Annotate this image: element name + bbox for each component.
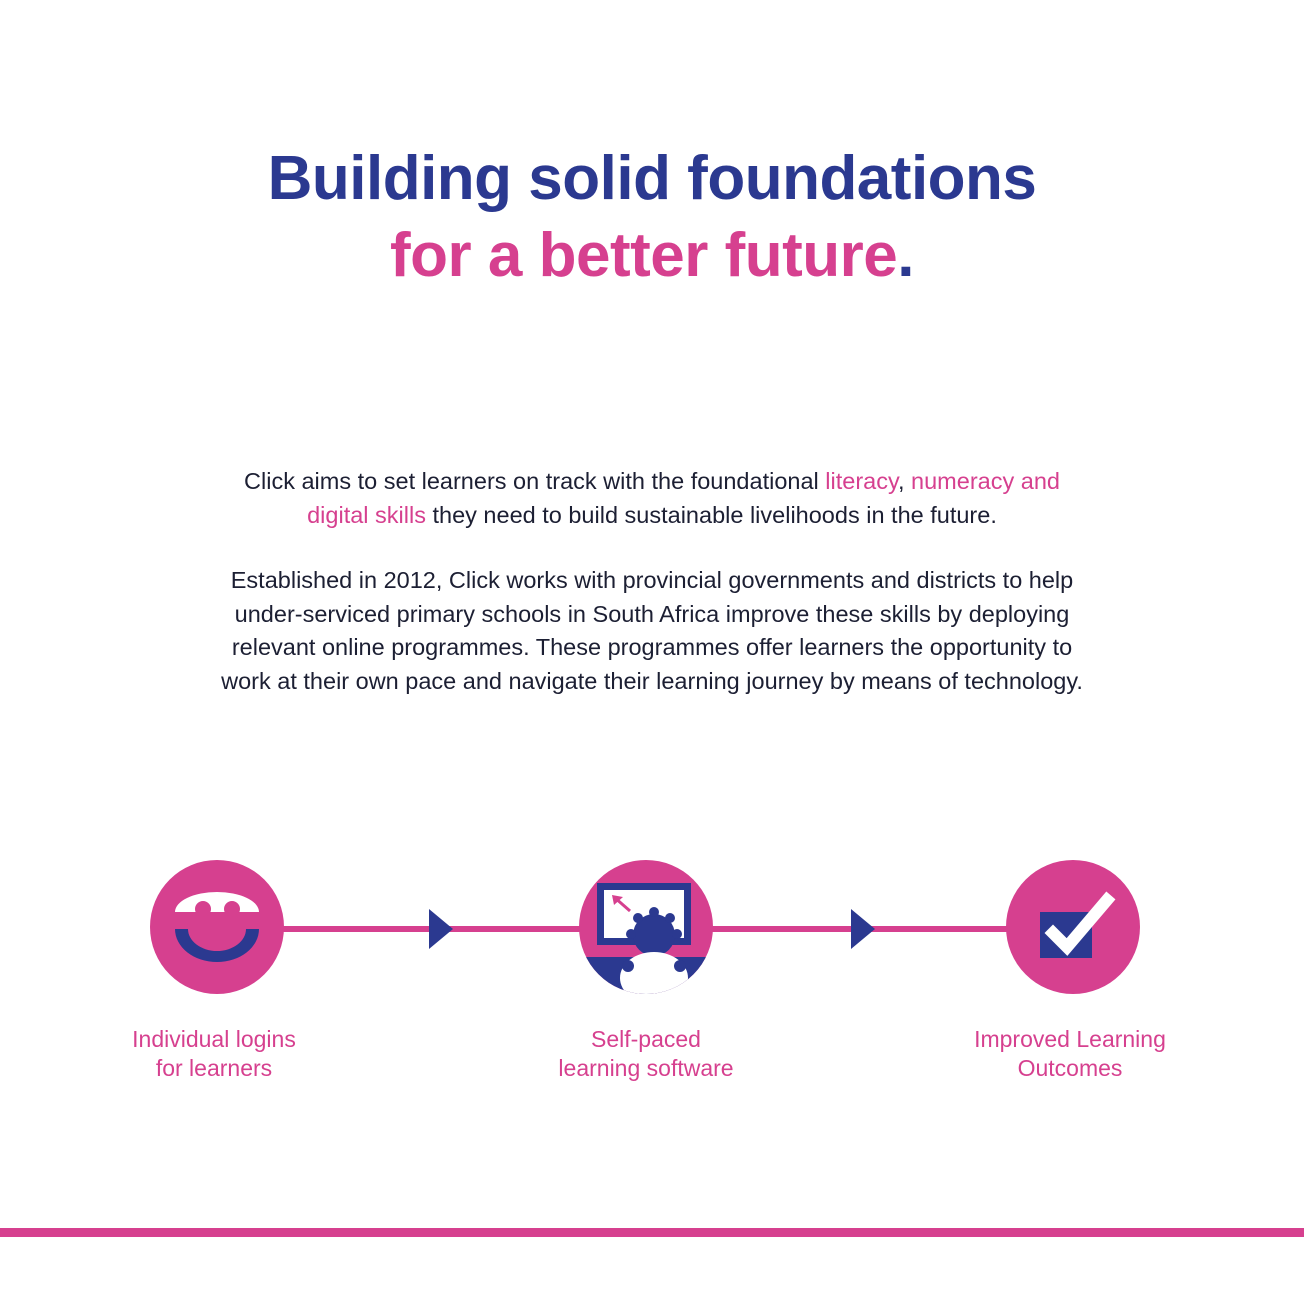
step-3-line-2: Outcomes (1017, 1055, 1123, 1081)
literacy-highlight: literacy (825, 468, 898, 494)
step-2-line-2: learning software (558, 1055, 734, 1081)
about-line-4: work at their own pace and navigate thei… (221, 667, 1083, 694)
intro-paragraph: Click aims to set learners on track with… (0, 465, 1304, 532)
headline-line-2: for a better future. (0, 225, 1304, 287)
headline-line-2-text: for a better future (390, 221, 898, 290)
intro-text-start: Click aims to set learners on track with… (244, 468, 826, 494)
about-line-3: relevant online programmes. These progra… (231, 634, 1073, 660)
intro-comma: , (897, 468, 912, 494)
step-1-line-2: for learners (155, 1055, 273, 1081)
about-line-2: under-serviced primary schools in South … (234, 600, 1070, 627)
digital-skills-highlight: digital skills (307, 501, 426, 528)
checkbox-tick-icon (1006, 860, 1140, 994)
step-1-line-1: Individual logins (132, 1026, 296, 1052)
about-line-1: Established in 2012, Click works with pr… (230, 567, 1074, 593)
about-paragraph: Established in 2012, Click works with pr… (0, 564, 1304, 698)
headline-line-1: Building solid foundations (267, 144, 1037, 213)
intro-text-end: they need to build sustainable livelihoo… (425, 501, 997, 528)
step-label-self-paced: Self-paced learning software (496, 1025, 796, 1083)
step-label-individual-logins: Individual logins for learners (64, 1025, 364, 1083)
smiley-face-icon (150, 860, 284, 994)
bottom-divider (0, 1228, 1304, 1237)
arrow-right-icon (851, 909, 875, 949)
arrow-right-icon (429, 909, 453, 949)
numeracy-highlight: numeracy and (911, 468, 1060, 494)
headline-period: . (897, 221, 914, 290)
step-2-line-1: Self-paced (591, 1026, 701, 1052)
step-label-improved-outcomes: Improved Learning Outcomes (920, 1025, 1220, 1083)
learner-at-screen-icon (579, 860, 713, 994)
step-3-line-1: Improved Learning (974, 1026, 1166, 1052)
